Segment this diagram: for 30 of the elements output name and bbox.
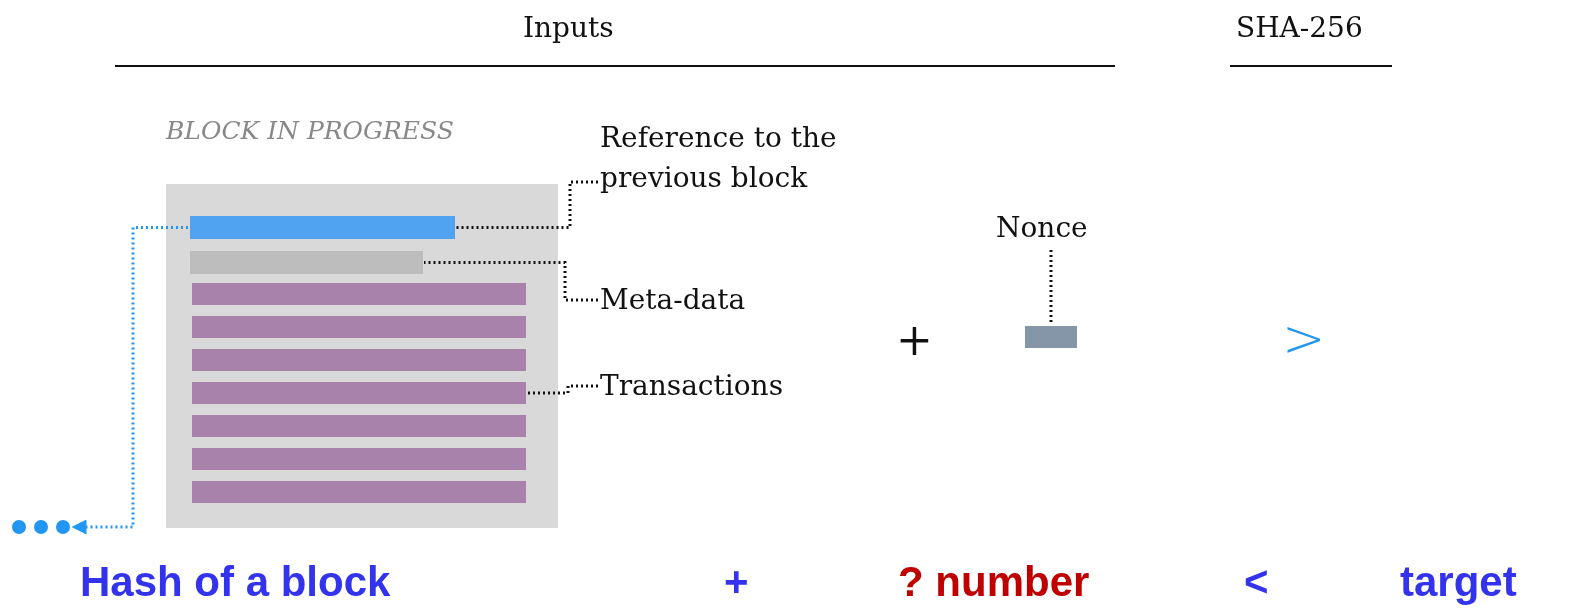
field-bar bbox=[192, 316, 526, 338]
leader-text: Nonce bbox=[996, 208, 1106, 248]
field-bar bbox=[192, 349, 526, 371]
leader-text: Reference to the previous block bbox=[600, 118, 840, 198]
formula-operator: + bbox=[724, 558, 749, 606]
nonce-bar bbox=[1025, 326, 1077, 348]
ellipsis-icon bbox=[10, 518, 72, 536]
formula-operator: < bbox=[1244, 558, 1269, 606]
field-bar bbox=[192, 448, 526, 470]
field-bar bbox=[190, 216, 455, 239]
leader-text: Transactions bbox=[600, 366, 830, 406]
section-heading: Inputs bbox=[523, 10, 614, 46]
formula-term: Hash of a block bbox=[80, 558, 391, 606]
section-heading: SHA-256 bbox=[1236, 10, 1363, 46]
leader-line bbox=[1049, 250, 1053, 325]
plus-sign: + bbox=[896, 316, 933, 364]
formula-term: ? number bbox=[898, 558, 1090, 606]
field-bar bbox=[190, 251, 423, 274]
formula-term: target bbox=[1400, 558, 1517, 606]
leader-line bbox=[424, 261, 598, 302]
dotted-arrow bbox=[71, 226, 188, 535]
field-bar bbox=[192, 415, 526, 437]
block-heading: BLOCK IN PROGRESS bbox=[166, 115, 454, 147]
leader-text: Meta-data bbox=[600, 280, 800, 320]
field-bar bbox=[192, 481, 526, 503]
greater-than-sign: > bbox=[1282, 310, 1326, 366]
field-bar bbox=[192, 382, 526, 404]
leader-line bbox=[456, 180, 598, 229]
field-bar bbox=[192, 283, 526, 305]
leader-line bbox=[527, 384, 598, 395]
